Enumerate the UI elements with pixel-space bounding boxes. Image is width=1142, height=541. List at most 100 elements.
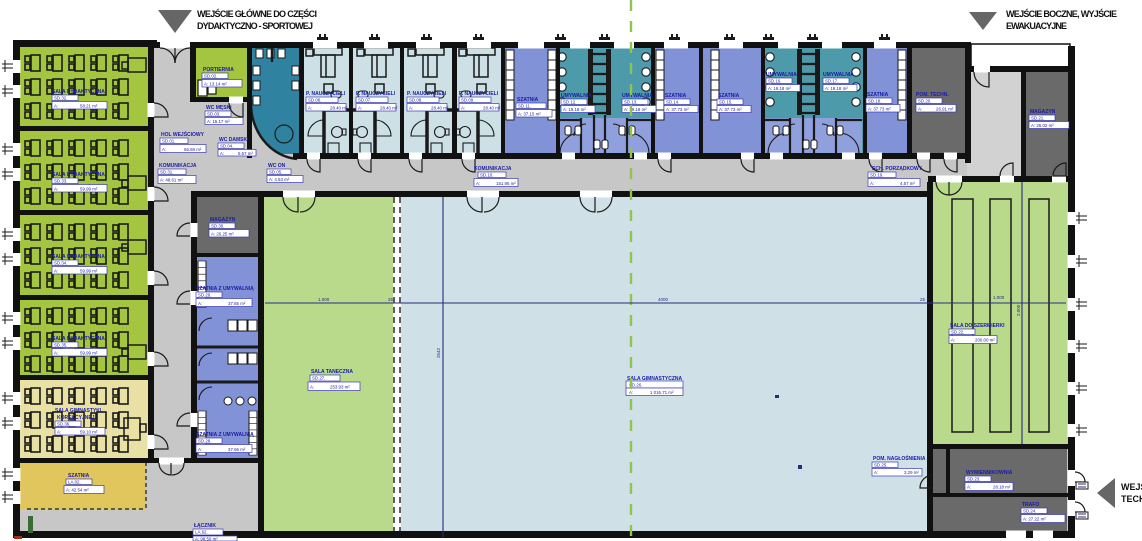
svg-text:37.66 m²: 37.66 m² (228, 447, 246, 452)
svg-text:A: 37.15 m²: A: 37.15 m² (518, 112, 541, 117)
svg-text:KOMUNIKACJA: KOMUNIKACJA (159, 163, 197, 169)
svg-text:A:: A: (310, 385, 314, 390)
svg-text:SD.01.: SD.01. (162, 139, 175, 144)
svg-text:KOMUNIKACJA: KOMUNIKACJA (474, 166, 512, 172)
svg-text:SD.20.: SD.20. (918, 99, 931, 104)
svg-text:SZATNIA: SZATNIA (867, 92, 889, 98)
svg-text:SD.03.: SD.03. (207, 112, 220, 117)
svg-text:A: 98.50 m²: A: 98.50 m² (195, 537, 218, 541)
svg-text:KOREKCYJNEJ: KOREKCYJNEJ (57, 415, 95, 421)
svg-text:SZATNIA: SZATNIA (665, 93, 687, 99)
svg-text:A: 26.25 m²: A: 26.25 m² (211, 232, 234, 237)
svg-text:59.99 m²: 59.99 m² (80, 351, 98, 356)
svg-text:SD.17.: SD.17. (825, 79, 838, 84)
svg-text:SZATNIA: SZATNIA (68, 473, 90, 479)
svg-text:SD.30.: SD.30. (211, 224, 224, 229)
svg-text:SD.06.: SD.06. (308, 98, 321, 103)
svg-text:WEJŚCIE GŁÓWNE DO CZĘŚCI: WEJŚCIE GŁÓWNE DO CZĘŚCI (197, 8, 317, 19)
svg-text:SD.36.: SD.36. (57, 422, 70, 427)
svg-text:UMYWALNIA: UMYWALNIA (823, 72, 854, 78)
svg-text:SD.18.: SD.18. (868, 99, 881, 104)
svg-text:A: 19.18 m²: A: 19.18 m² (624, 107, 647, 112)
svg-text:A:: A: (54, 104, 58, 109)
svg-text:A: 37.73 m²: A: 37.73 m² (719, 107, 742, 112)
svg-text:2.000: 2.000 (1016, 304, 1021, 316)
svg-text:SD.07.: SD.07. (358, 98, 371, 103)
svg-text:UMYWALNIA: UMYWALNIA (561, 93, 592, 99)
svg-text:SD.31.: SD.31. (160, 170, 173, 175)
svg-text:59.10 m²: 59.10 m² (80, 430, 98, 435)
svg-text:1 016.71 m²: 1 016.71 m² (650, 390, 674, 395)
svg-text:SZATNIA Z UMYWALNIĄ: SZATNIA Z UMYWALNIĄ (196, 286, 254, 292)
svg-text:DYDAKTYCZNO - SPORTOWEJ: DYDAKTYCZNO - SPORTOWEJ (197, 21, 313, 31)
svg-text:SD.15.: SD.15. (719, 100, 732, 105)
svg-text:37.65 m²: 37.65 m² (228, 301, 246, 306)
svg-text:MAGAZYN: MAGAZYN (210, 217, 236, 223)
svg-text:SD.28.: SD.28. (198, 439, 211, 444)
svg-text:A:: A: (198, 447, 202, 452)
svg-text:26.91 m²: 26.91 m² (936, 107, 954, 112)
svg-text:A:: A: (409, 106, 413, 111)
svg-text:A:: A: (629, 390, 633, 395)
svg-text:A:: A: (54, 269, 58, 274)
svg-text:A: 42.54 m²: A: 42.54 m² (66, 488, 89, 493)
svg-text:A:: A: (198, 301, 202, 306)
svg-text:SALA TANECZNA: SALA TANECZNA (311, 369, 353, 375)
svg-text:A: 37.73 m²: A: 37.73 m² (666, 107, 689, 112)
svg-text:A: 15.17 m²: A: 15.17 m² (207, 119, 230, 124)
svg-text:SALA GIMNASTYCZNA: SALA GIMNASTYCZNA (627, 376, 682, 382)
svg-text:SD.09.: SD.09. (461, 98, 474, 103)
svg-text:LA.02.: LA.02. (68, 480, 81, 485)
svg-text:A: 19.18 m²: A: 19.18 m² (768, 86, 791, 91)
svg-text:WC ON: WC ON (268, 163, 286, 169)
svg-text:253.93 m²: 253.93 m² (330, 385, 350, 390)
svg-text:SD.05.: SD.05. (269, 170, 282, 175)
svg-text:UMYWALNIA: UMYWALNIA (622, 93, 653, 99)
svg-text:WC MĘSKI: WC MĘSKI (206, 105, 232, 111)
svg-text:SZATNIA: SZATNIA (718, 93, 740, 99)
svg-text:UMYWALNIA: UMYWALNIA (766, 72, 797, 78)
svg-text:SZATNIA Z UMYWALNIĄ: SZATNIA Z UMYWALNIĄ (196, 432, 254, 438)
svg-text:SD.34.: SD.34. (54, 261, 67, 266)
svg-text:A: 26.02 m²: A: 26.02 m² (1031, 123, 1054, 128)
svg-text:LA.62.: LA.62. (195, 530, 208, 535)
svg-text:TRAFO: TRAFO (1022, 502, 1039, 508)
svg-text:A:: A: (308, 106, 312, 111)
svg-text:A:: A: (54, 187, 58, 192)
svg-text:SD.25.: SD.25. (874, 463, 887, 468)
svg-text:58.21 m²: 58.21 m² (80, 104, 98, 109)
svg-text:3.29 m²: 3.29 m² (904, 470, 919, 475)
svg-text:SD.14.: SD.14. (666, 100, 679, 105)
svg-text:65.69 m²: 65.69 m² (184, 147, 202, 152)
svg-text:SD.21.: SD.21. (1031, 116, 1044, 121)
svg-text:25: 25 (388, 297, 394, 302)
svg-text:1.000: 1.000 (993, 295, 1005, 300)
svg-text:A:: A: (918, 107, 922, 112)
svg-text:SD.16.: SD.16. (768, 79, 781, 84)
svg-text:A: 19.18 m²: A: 19.18 m² (563, 107, 586, 112)
svg-text:SD.35.: SD.35. (54, 343, 67, 348)
svg-text:28.40 m²: 28.40 m² (431, 106, 449, 111)
svg-text:WEJŚCIE BOCZNE, WYJŚCIE: WEJŚCIE BOCZNE, WYJŚCIE (1006, 8, 1117, 19)
svg-text:SD.04.: SD.04. (220, 144, 233, 149)
svg-text:A: 4.53 m²: A: 4.53 m² (269, 177, 290, 182)
svg-text:SALA GIMNASTYKI: SALA GIMNASTYKI (55, 408, 102, 414)
svg-text:POM. TECHN.: POM. TECHN. (916, 92, 949, 98)
svg-text:25: 25 (920, 297, 926, 302)
svg-text:SZATNIA: SZATNIA (517, 97, 539, 103)
svg-text:SD.13.: SD.13. (624, 100, 637, 105)
svg-text:59.99 m²: 59.99 m² (80, 269, 98, 274)
svg-text:SCH. PORZĄDKOWY: SCH. PORZĄDKOWY (872, 166, 923, 172)
svg-text:A:: A: (54, 351, 58, 356)
svg-text:SALA DYDAKTYCZNA: SALA DYDAKTYCZNA (52, 336, 105, 342)
svg-text:A:: A: (162, 147, 166, 152)
svg-text:A:: A: (967, 485, 971, 490)
svg-text:28.18 m²: 28.18 m² (993, 485, 1011, 490)
svg-text:200.00 m²: 200.00 m² (975, 338, 995, 343)
svg-text:SD.33.: SD.33. (54, 179, 67, 184)
svg-text:A:: A: (57, 430, 61, 435)
svg-text:ŁĄCZNIK: ŁĄCZNIK (194, 523, 216, 529)
svg-text:59.99 m²: 59.99 m² (80, 187, 98, 192)
svg-text:SD.29.: SD.29. (198, 293, 211, 298)
svg-text:P. NAUCZYCIELI: P. NAUCZYCIELI (459, 91, 499, 97)
